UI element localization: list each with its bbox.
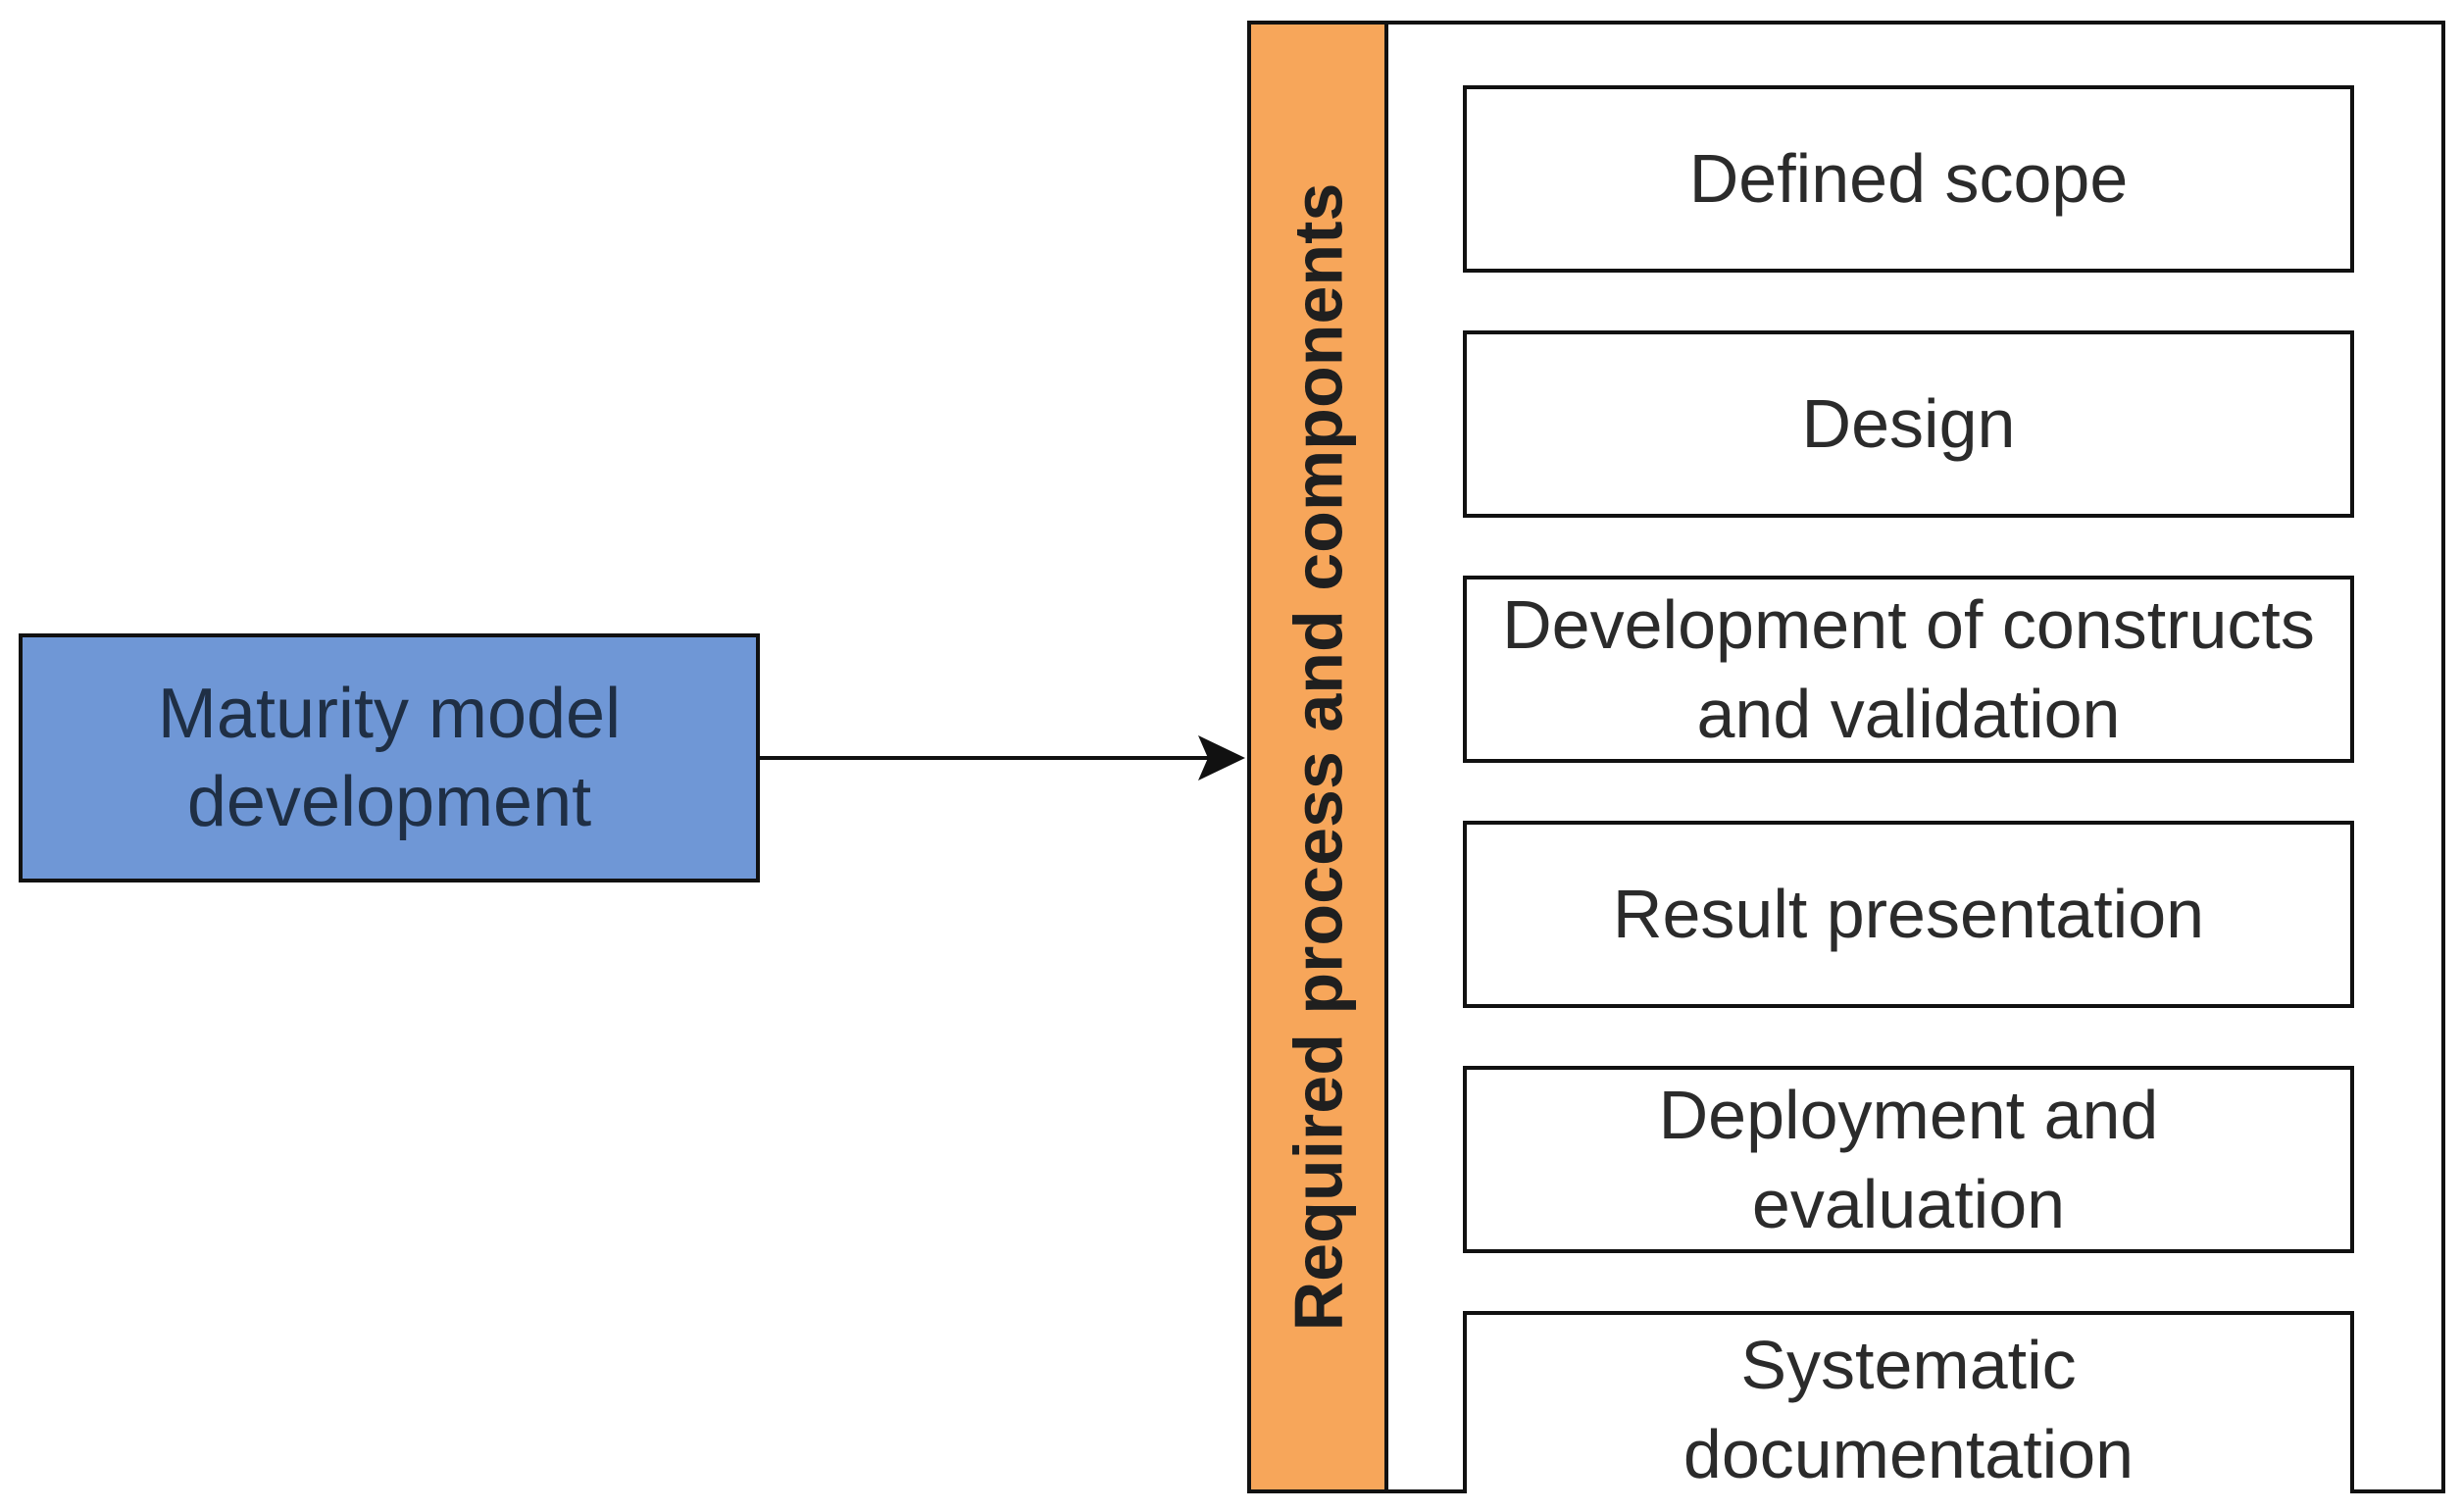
step-box-development-of-constructs: Development of constructs and validation bbox=[1463, 576, 2354, 763]
step-box-result-presentation: Result presentation bbox=[1463, 821, 2354, 1008]
step-box-defined-scope: Defined scope bbox=[1463, 85, 2354, 273]
step-label: Design bbox=[1801, 385, 2016, 462]
required-process-container: Required process and components Defined … bbox=[1247, 21, 2445, 1493]
step-label: Defined scope bbox=[1688, 140, 2129, 217]
container-header-label: Required process and components bbox=[1280, 182, 1357, 1332]
maturity-model-development-label: Maturity model development bbox=[157, 675, 622, 841]
step-label: Result presentation bbox=[1612, 876, 2205, 952]
step-label: Systematic documentation bbox=[1683, 1327, 2135, 1492]
step-box-design: Design bbox=[1463, 330, 2354, 518]
arrow-head bbox=[1198, 735, 1245, 781]
maturity-model-development-box: Maturity model development bbox=[19, 633, 760, 882]
step-label: Deployment and evaluation bbox=[1658, 1076, 2159, 1242]
step-box-deployment-and-evaluation: Deployment and evaluation bbox=[1463, 1066, 2354, 1253]
container-header-strip: Required process and components bbox=[1251, 25, 1388, 1489]
step-box-systematic-documentation: Systematic documentation bbox=[1463, 1311, 2354, 1493]
step-label: Development of constructs and validation bbox=[1502, 585, 2315, 752]
